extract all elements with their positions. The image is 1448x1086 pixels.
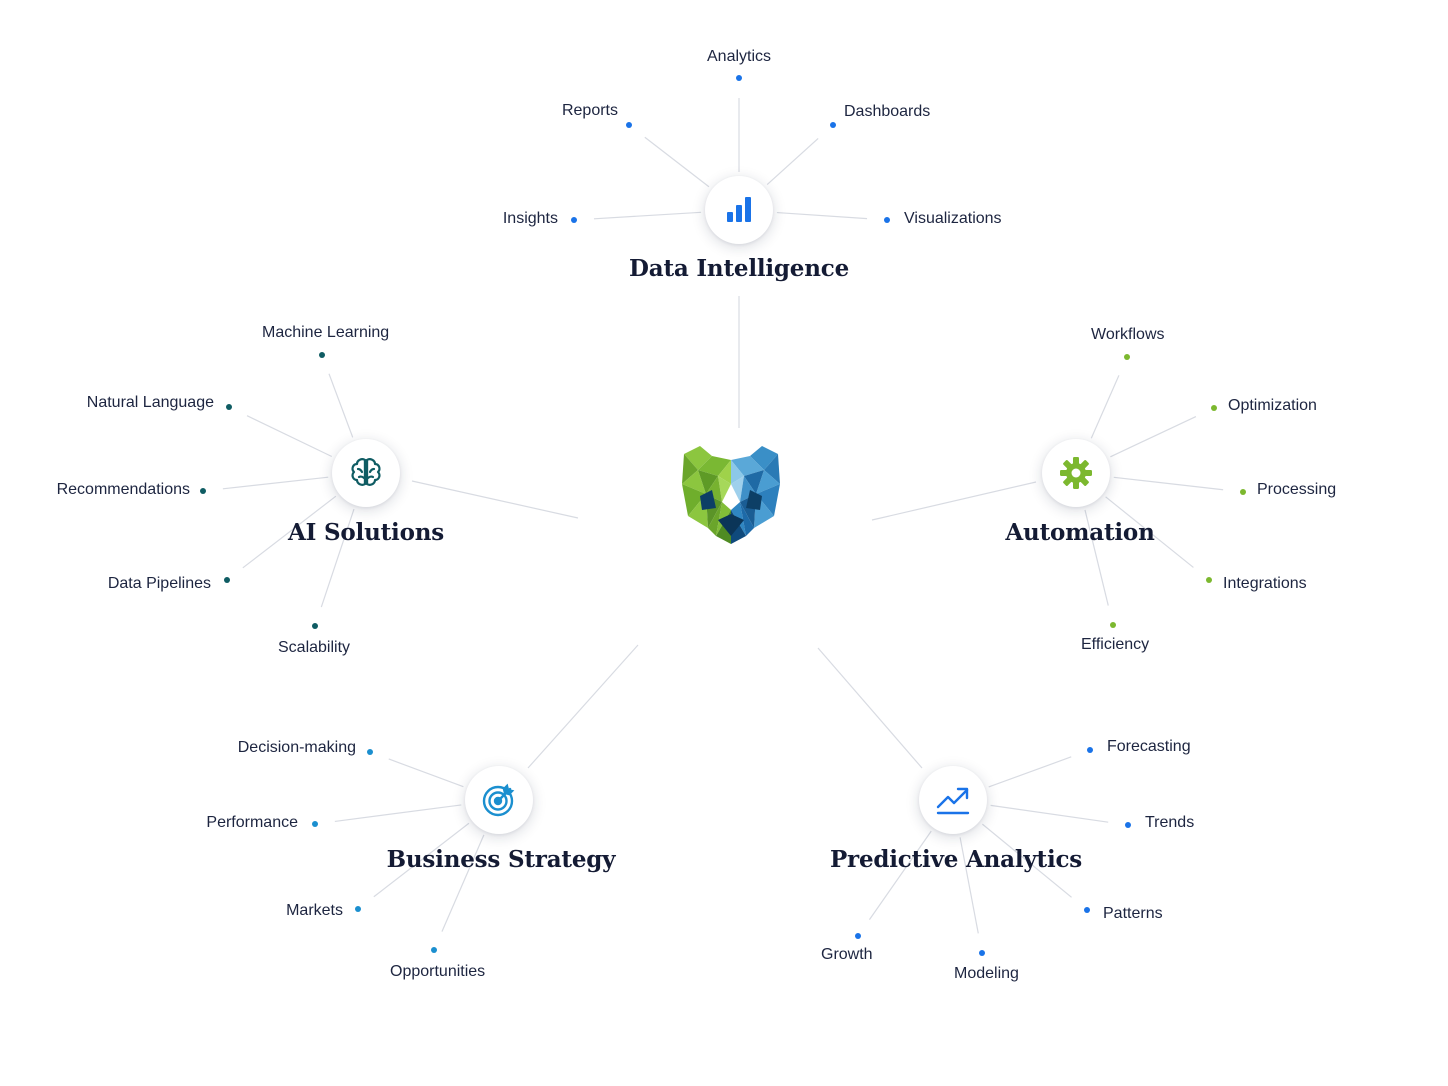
bar-chart-icon [720, 191, 758, 229]
business-strategy-leaf-line [373, 822, 470, 898]
ai-solutions-leaf-line [242, 495, 337, 569]
leaf-dot [367, 749, 373, 755]
ai-solutions-leaf-line [246, 415, 333, 458]
leaf-dot [200, 488, 206, 494]
leaf-label: Data Pipelines [107, 575, 211, 592]
leaf-dot [431, 947, 437, 953]
business-strategy-hub [465, 766, 533, 834]
leaf-label: Machine Learning [262, 324, 390, 341]
automation-hub [1042, 439, 1110, 507]
leaf-dot [626, 122, 632, 128]
leaf-label: Opportunities [390, 963, 486, 980]
leaf-dot [884, 217, 890, 223]
leaf-label: Performance [206, 814, 298, 831]
leaf-dot [855, 933, 861, 939]
data-intelligence-leaf-line [766, 137, 819, 185]
brain-icon [347, 454, 385, 492]
leaf-label: Decision-making [237, 739, 356, 756]
leaf-dot [979, 950, 985, 956]
leaf-dot [736, 75, 742, 81]
leaf-label: Dashboards [844, 103, 931, 120]
ai-solutions-leaf-line [320, 508, 355, 608]
leaf-dot [1206, 577, 1212, 583]
leaf-label: Forecasting [1107, 738, 1191, 755]
automation-leaf-line [1113, 476, 1224, 491]
leaf-label: Visualizations [904, 210, 1002, 227]
leaf-dot [355, 906, 361, 912]
leaf-dot [571, 217, 577, 223]
predictive-analytics-hub [919, 766, 987, 834]
leaf-dot [1087, 747, 1093, 753]
automation-leaf-line [1084, 509, 1109, 606]
data-intelligence-title: Data Intelligence [628, 255, 850, 282]
gear-icon [1057, 454, 1095, 492]
data-intelligence-hub [705, 176, 773, 244]
leaf-dot [1084, 907, 1090, 913]
leaf-dot [224, 577, 230, 583]
automation-leaf-line [1105, 496, 1194, 568]
predictive-analytics-leaf-line [959, 837, 979, 934]
ai-solutions-leaf-line [222, 476, 329, 490]
business-strategy-leaf-line [441, 834, 485, 932]
business-strategy-trunk-line [527, 644, 639, 769]
leaf-dot [1125, 822, 1131, 828]
data-intelligence-leaf-line [776, 211, 868, 220]
leaf-dot [319, 352, 325, 358]
leaf-label: Natural Language [86, 394, 214, 411]
business-strategy-leaf-line [334, 804, 462, 823]
automation-leaf-line [1090, 375, 1120, 439]
leaf-label: Scalability [278, 639, 351, 656]
predictive-analytics-leaf-line [988, 756, 1072, 788]
leaf-label: Trends [1145, 814, 1195, 831]
leaf-dot [226, 404, 232, 410]
bear-logo-icon [678, 444, 784, 546]
data-intelligence-leaf-line [593, 211, 702, 220]
ai-solutions-hub [332, 439, 400, 507]
leaf-label: Patterns [1103, 905, 1163, 922]
business-strategy-leaf-line [388, 758, 464, 788]
automation-leaf-line [1110, 415, 1197, 458]
leaf-label: Recommendations [56, 481, 190, 498]
trend-up-icon [934, 781, 972, 819]
leaf-label: Processing [1257, 481, 1337, 498]
business-strategy-title: Business Strategy [386, 846, 616, 873]
predictive-analytics-leaf-line [981, 823, 1072, 898]
leaf-label: Insights [502, 210, 558, 227]
predictive-analytics-leaf-line [868, 830, 932, 920]
leaf-label: Growth [821, 946, 873, 963]
leaf-label: Reports [561, 102, 618, 119]
ai-solutions-title: AI Solutions [288, 519, 444, 546]
leaf-dot [1110, 622, 1116, 628]
leaf-label: Workflows [1091, 326, 1165, 343]
ai-solutions-leaf-line [328, 373, 354, 438]
ai-solutions-trunk-line [411, 480, 579, 519]
predictive-analytics-trunk-line [817, 647, 923, 769]
leaf-label: Markets [286, 902, 343, 919]
data-intelligence-leaf-line [644, 136, 710, 188]
predictive-analytics-leaf-line [990, 804, 1109, 823]
leaf-dot [830, 122, 836, 128]
leaf-label: Analytics [707, 48, 772, 65]
predictive-analytics-title: Predictive Analytics [829, 846, 1083, 873]
leaf-dot [312, 623, 318, 629]
automation-trunk-line [871, 481, 1037, 521]
leaf-dot [312, 821, 318, 827]
leaf-label: Efficiency [1081, 636, 1150, 653]
leaf-dot [1124, 354, 1130, 360]
target-icon [480, 781, 518, 819]
leaf-dot [1240, 489, 1246, 495]
leaf-dot [1211, 405, 1217, 411]
leaf-label: Optimization [1228, 397, 1317, 414]
leaf-label: Integrations [1223, 575, 1307, 592]
automation-title: Automation [1005, 519, 1155, 546]
leaf-label: Modeling [954, 965, 1019, 982]
